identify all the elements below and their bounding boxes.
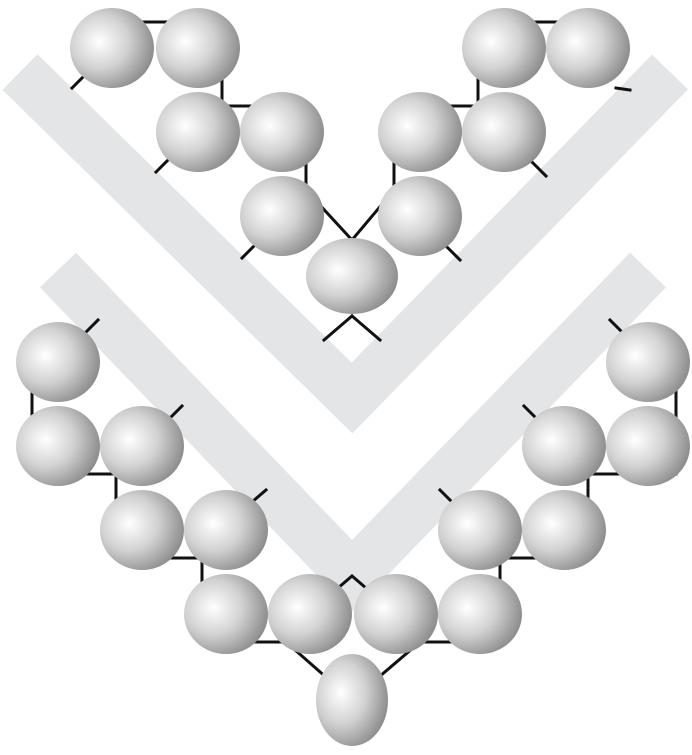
atom <box>606 322 690 402</box>
atom <box>378 176 462 256</box>
atom <box>184 574 268 654</box>
atom <box>522 490 606 570</box>
atom <box>156 92 240 172</box>
atom <box>606 406 690 486</box>
atom <box>306 238 398 314</box>
upper-molecule <box>70 8 630 314</box>
atom <box>462 92 546 172</box>
atom <box>316 654 388 746</box>
atom <box>100 490 184 570</box>
atom <box>240 92 324 172</box>
atom <box>378 92 462 172</box>
atom <box>100 406 184 486</box>
atom <box>16 322 100 402</box>
atom <box>240 176 324 256</box>
atom <box>268 574 352 654</box>
atom <box>156 8 240 88</box>
atom <box>462 8 546 88</box>
atom <box>70 8 154 88</box>
atom <box>354 574 438 654</box>
atom <box>546 8 630 88</box>
atom <box>438 574 522 654</box>
atom <box>438 490 522 570</box>
atom <box>184 490 268 570</box>
atom <box>16 406 100 486</box>
atom <box>522 406 606 486</box>
